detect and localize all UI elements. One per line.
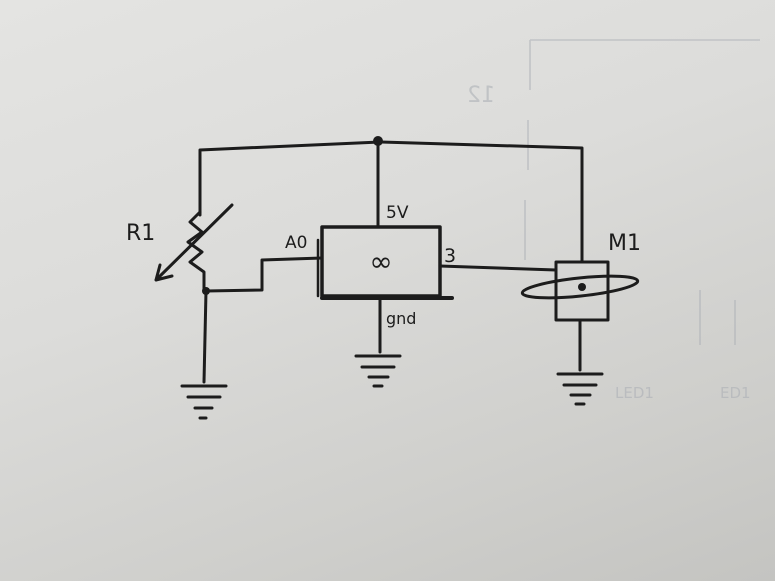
label-5v: 5V	[386, 203, 409, 223]
r1-ground-wire	[202, 289, 208, 384]
pin3-motor-wire	[438, 264, 558, 272]
bleed-text-12: 12	[467, 83, 495, 108]
arduino-infinity-logo: ∞	[369, 245, 392, 278]
motor-m1-propeller	[520, 274, 640, 300]
a0-signal-wire	[204, 256, 324, 293]
bleed-line-top	[524, 39, 760, 345]
bleed-through: 12 LED1 ED1	[467, 39, 760, 402]
potentiometer-r1-arrow	[154, 203, 234, 282]
label-r1: R1	[126, 221, 155, 246]
label-gnd: gnd	[386, 309, 416, 328]
label-pin3: 3	[444, 245, 456, 267]
ground-symbol-r1	[180, 384, 228, 420]
motor-m1-hub	[578, 283, 586, 291]
potentiometer-r1-zigzag	[186, 210, 206, 292]
bleed-text-ed1: ED1	[720, 384, 751, 402]
ground-symbol-motor	[556, 372, 604, 406]
ground-symbol-arduino	[354, 354, 402, 388]
bleed-text-led1: LED1	[615, 384, 654, 402]
label-a0: A0	[285, 233, 307, 253]
label-m1: M1	[608, 231, 641, 256]
